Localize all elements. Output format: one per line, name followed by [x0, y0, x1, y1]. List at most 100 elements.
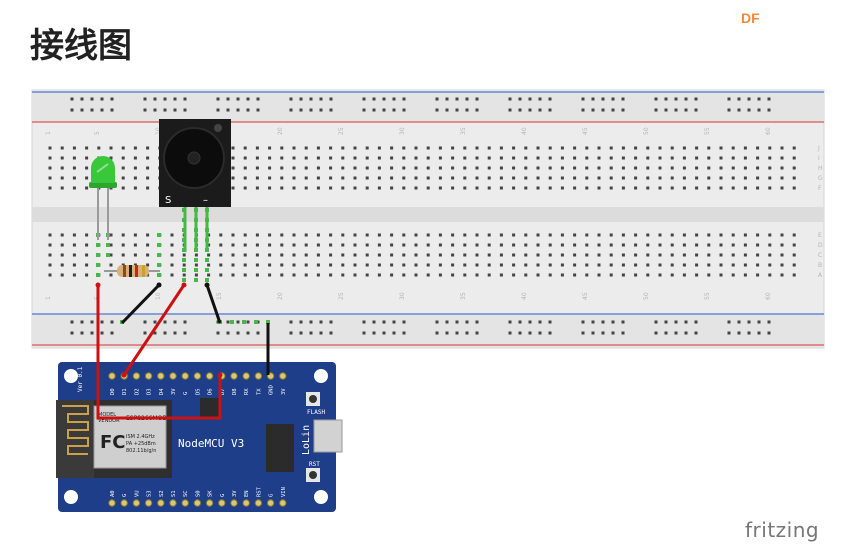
rail-hole	[591, 97, 595, 101]
rail-hole	[674, 97, 678, 101]
breadboard-hole	[268, 176, 272, 180]
breadboard-hole	[268, 243, 272, 247]
breadboard-hole	[280, 263, 284, 267]
column-number: 60	[765, 127, 772, 135]
breadboard-hole	[426, 263, 430, 267]
flash-label: FLASH	[307, 409, 325, 416]
breadboard-hole	[707, 233, 711, 237]
breadboard-hole	[524, 233, 528, 237]
rail-hole	[100, 331, 104, 335]
breadboard-hole	[438, 253, 442, 257]
breadboard-hole	[414, 176, 418, 180]
breadboard-hole	[499, 156, 503, 160]
board-pin	[193, 499, 202, 507]
breadboard-hole	[512, 156, 516, 160]
rail-hole	[392, 108, 396, 112]
breadboard-hole	[609, 263, 613, 267]
breadboard-hole	[743, 253, 747, 257]
breadboard-hole	[682, 243, 686, 247]
rail-hole	[475, 320, 479, 324]
board-pin-label: 3V	[281, 388, 287, 395]
breadboard-hole	[243, 253, 247, 257]
rail-hole	[362, 320, 366, 324]
board-mount-hole-bl	[64, 490, 78, 504]
rail-hole	[246, 108, 250, 112]
board-mount-hole-br	[314, 490, 328, 504]
breadboard-hole	[743, 273, 747, 277]
breadboard-hole	[402, 243, 406, 247]
breadboard-hole	[609, 166, 613, 170]
rail-hole	[611, 97, 615, 101]
breadboard-hole	[780, 146, 784, 150]
breadboard-hole	[48, 273, 52, 277]
rail-hole	[70, 108, 74, 112]
breadboard-hole	[646, 253, 650, 257]
breadboard-hole	[60, 146, 64, 150]
breadboard-hole	[60, 263, 64, 267]
breadboard-hole	[194, 273, 198, 277]
rail-hole	[508, 97, 512, 101]
board-pin	[144, 372, 153, 380]
breadboard-hole	[573, 273, 577, 277]
breadboard-hole	[670, 233, 674, 237]
board-name: NodeMCU V3	[178, 437, 244, 450]
breadboard-hole	[682, 263, 686, 267]
rail-hole	[747, 331, 751, 335]
rail-hole	[435, 108, 439, 112]
breadboard-hole	[377, 176, 381, 180]
rail-hole	[737, 97, 741, 101]
breadboard-hole	[756, 253, 760, 257]
rail-hole	[508, 320, 512, 324]
breadboard-hole	[329, 146, 333, 150]
board-pin	[230, 372, 238, 380]
brand-logo: DF	[741, 10, 760, 26]
breadboard-hole	[133, 166, 137, 170]
breadboard-hole	[280, 273, 284, 277]
breadboard-hole	[170, 273, 174, 277]
connected-hole	[205, 278, 209, 282]
rail-hole	[402, 331, 406, 335]
connected-hole	[157, 233, 161, 237]
rail-hole	[727, 320, 731, 324]
breadboard-hole	[524, 263, 528, 267]
breadboard-hole	[438, 263, 442, 267]
connected-hole	[96, 253, 100, 257]
breadboard-hole	[792, 243, 796, 247]
breadboard-hole	[292, 176, 296, 180]
breadboard-hole	[646, 186, 650, 190]
breadboard-hole	[121, 233, 125, 237]
led-rim	[89, 182, 117, 188]
connected-hole	[182, 278, 186, 282]
breadboard-hole	[133, 253, 137, 257]
breadboard-hole	[646, 146, 650, 150]
rail-hole	[694, 97, 698, 101]
breadboard-hole	[524, 166, 528, 170]
breadboard-hole	[768, 186, 772, 190]
breadboard-hole	[731, 263, 735, 267]
connected-rail-hole	[254, 320, 258, 324]
breadboard-hole	[243, 263, 247, 267]
breadboard-hole	[475, 273, 479, 277]
rail-hole	[90, 108, 94, 112]
breadboard-hole	[621, 146, 625, 150]
breadboard-hole	[121, 166, 125, 170]
breadboard-hole	[451, 263, 455, 267]
rail-hole	[621, 108, 625, 112]
breadboard-hole	[255, 176, 259, 180]
column-number: 40	[521, 127, 528, 135]
breadboard-hole	[743, 263, 747, 267]
breadboard-hole	[743, 186, 747, 190]
breadboard-hole	[573, 176, 577, 180]
micro-usb-port	[313, 419, 343, 453]
board-pin	[279, 372, 287, 380]
breadboard-hole	[719, 186, 723, 190]
rail-hole	[548, 108, 552, 112]
rail-hole	[611, 320, 615, 324]
breadboard-hole	[743, 233, 747, 237]
breadboard-hole	[316, 186, 320, 190]
rail-hole	[654, 331, 658, 335]
breadboard-hole	[658, 176, 662, 180]
rail-hole	[518, 108, 522, 112]
breadboard-hole	[280, 186, 284, 190]
breadboard-hole	[109, 233, 113, 237]
